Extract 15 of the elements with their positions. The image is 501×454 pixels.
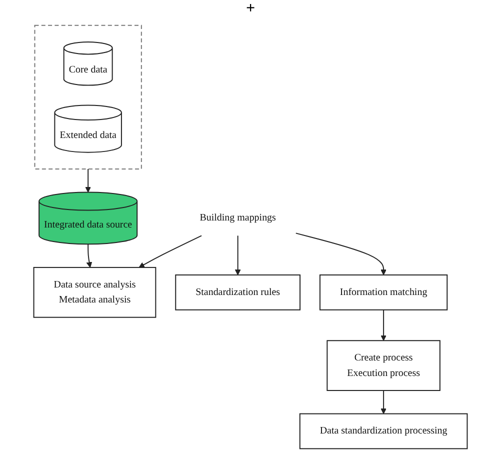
node-box: Data source analysis Metadata analysis xyxy=(33,266,156,318)
arrow xyxy=(295,232,386,276)
node-text: Building mappings xyxy=(200,212,276,224)
node-box: Standardization rules xyxy=(175,274,301,310)
arrow xyxy=(380,309,386,341)
node-box: Create process Execution process xyxy=(326,340,440,391)
plus-sign: + xyxy=(246,0,256,17)
node-box: Information matching xyxy=(319,274,448,310)
arrow xyxy=(138,235,202,268)
node-box: Data standardization processing xyxy=(299,413,468,450)
arrow xyxy=(86,244,92,268)
arrow xyxy=(85,168,91,193)
cluster xyxy=(34,24,142,170)
arrow xyxy=(380,390,386,414)
arrow xyxy=(234,235,241,276)
